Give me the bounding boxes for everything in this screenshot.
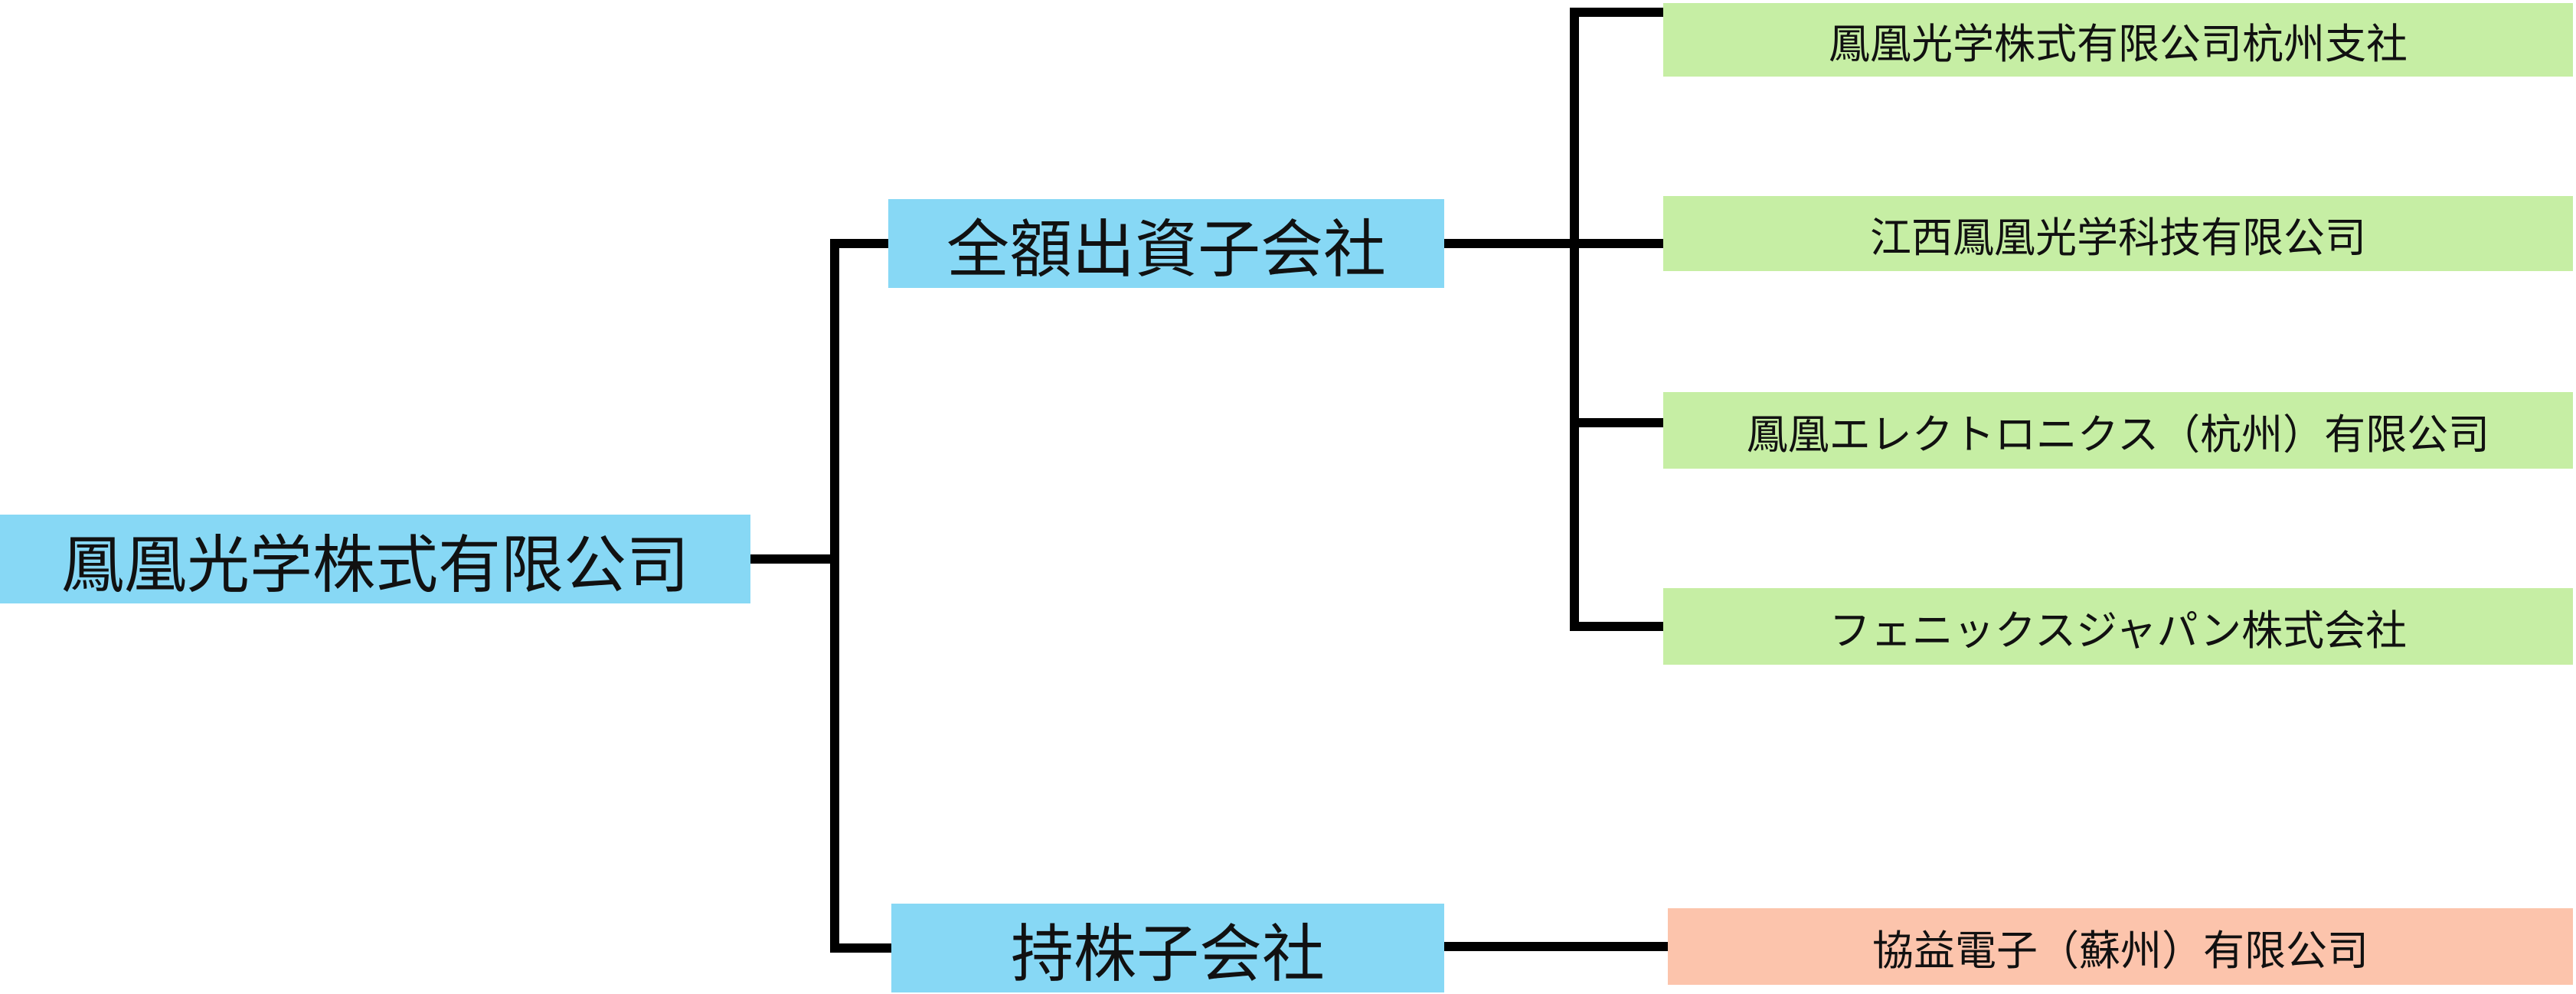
node-subsidiary-jiangxi: 江西鳳凰光学科技有限公司 [1663, 196, 2573, 271]
node-category-wholly-owned: 全額出資子会社 [888, 199, 1444, 288]
node-subsidiary-electronics-hangzhou: 鳳凰エレクトロニクス（杭州）有限公司 [1663, 392, 2573, 469]
node-subsidiary-hangzhou-branch: 鳳凰光学株式有限公司杭州支社 [1663, 3, 2573, 77]
node-subsidiary-kyoeki-suzhou: 協益電子（蘇州）有限公司 [1668, 908, 2573, 985]
node-root-company: 鳳凰光学株式有限公司 [0, 515, 750, 603]
node-subsidiary-phoenix-japan: フェニックスジャパン株式会社 [1663, 588, 2573, 665]
node-category-holding: 持株子会社 [891, 904, 1444, 992]
